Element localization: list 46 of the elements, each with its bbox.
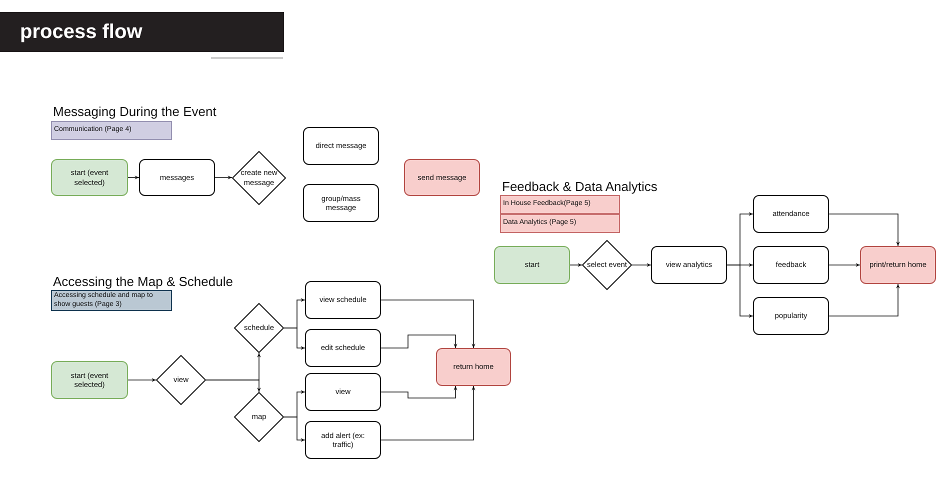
end-box bbox=[860, 246, 936, 284]
note-box bbox=[500, 214, 620, 233]
connector-arrow bbox=[206, 380, 261, 392]
connector-arrow bbox=[380, 386, 476, 440]
decision-diamond bbox=[232, 150, 286, 204]
process-box bbox=[305, 281, 381, 319]
connector-arrow bbox=[284, 416, 306, 442]
process-box bbox=[305, 329, 381, 367]
process-box bbox=[305, 373, 381, 411]
start-box bbox=[51, 361, 128, 399]
connector-arrow bbox=[284, 328, 306, 350]
note-box bbox=[500, 195, 620, 214]
section-heading: Messaging During the Event bbox=[53, 104, 216, 119]
connector-arrow bbox=[214, 176, 232, 180]
process-box bbox=[139, 159, 215, 196]
section-heading: Feedback & Data Analytics bbox=[502, 179, 658, 194]
start-box bbox=[494, 246, 570, 284]
connector-arrow bbox=[128, 176, 140, 180]
title-bar: process flow bbox=[0, 12, 284, 52]
connector-arrow bbox=[828, 263, 860, 267]
connector-arrow bbox=[570, 263, 582, 267]
connector-arrow bbox=[828, 284, 900, 316]
process-box bbox=[305, 421, 381, 459]
end-box bbox=[436, 348, 511, 386]
decision-diamond bbox=[234, 392, 284, 442]
end-box bbox=[404, 159, 480, 196]
decision-diamond bbox=[234, 303, 284, 353]
process-box bbox=[303, 184, 379, 222]
note-box bbox=[51, 121, 172, 140]
process-box bbox=[753, 246, 829, 284]
start-box bbox=[51, 159, 128, 196]
connector-arrow bbox=[380, 334, 458, 348]
connector-arrow bbox=[632, 263, 652, 267]
connector-arrow bbox=[380, 386, 458, 398]
process-box bbox=[753, 297, 829, 335]
connector-arrow bbox=[380, 300, 476, 348]
connector-arrow bbox=[828, 214, 900, 246]
decision-diamond bbox=[156, 355, 206, 405]
process-box bbox=[753, 195, 829, 233]
connector-arrow bbox=[128, 378, 156, 382]
process-box bbox=[651, 246, 727, 284]
section-heading: Accessing the Map & Schedule bbox=[53, 274, 233, 289]
process-box bbox=[303, 127, 379, 165]
connector-arrow bbox=[726, 264, 754, 318]
note-box bbox=[51, 290, 172, 311]
decision-diamond bbox=[582, 240, 632, 290]
